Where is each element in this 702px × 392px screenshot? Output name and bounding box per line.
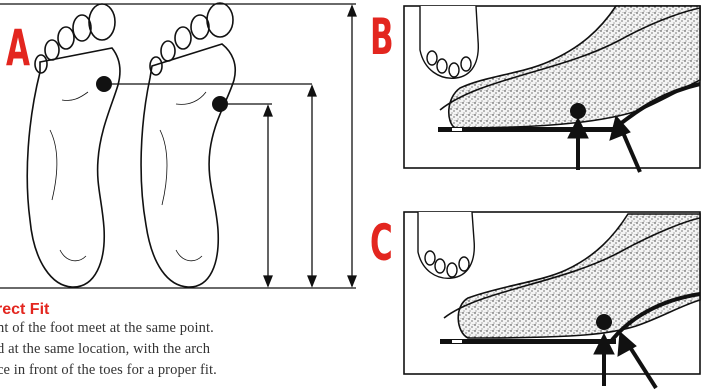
right-foot-outline <box>141 3 235 287</box>
panel-b-ball-marker <box>570 103 586 119</box>
left-foot-outline <box>27 4 120 287</box>
measurement-arrow-long <box>348 6 356 286</box>
panel-c-ball-marker <box>596 314 612 330</box>
panel-b-letter: B <box>370 12 394 62</box>
measurement-arrow-medium <box>308 86 316 286</box>
caption-line: ce in front of the toes for a proper fit… <box>0 362 217 379</box>
panel-c <box>404 212 700 388</box>
panel-b-toe-detail <box>420 6 478 78</box>
panel-c-letter: C <box>370 218 393 268</box>
panel-a-letter: A <box>6 23 30 73</box>
measurement-arrow-short <box>264 106 272 286</box>
panel-a <box>0 3 356 288</box>
caption-line: nt of the foot meet at the same point. <box>0 320 214 337</box>
panel-c-toe-detail <box>418 212 474 278</box>
right-foot-ball-marker <box>212 96 228 112</box>
caption-heading: rect Fit <box>0 301 49 319</box>
panel-b-sole <box>438 127 616 132</box>
panel-b <box>404 6 700 172</box>
left-foot-ball-marker <box>96 76 112 92</box>
caption-line: d at the same location, with the arch <box>0 341 210 358</box>
panel-c-sole <box>440 339 616 344</box>
